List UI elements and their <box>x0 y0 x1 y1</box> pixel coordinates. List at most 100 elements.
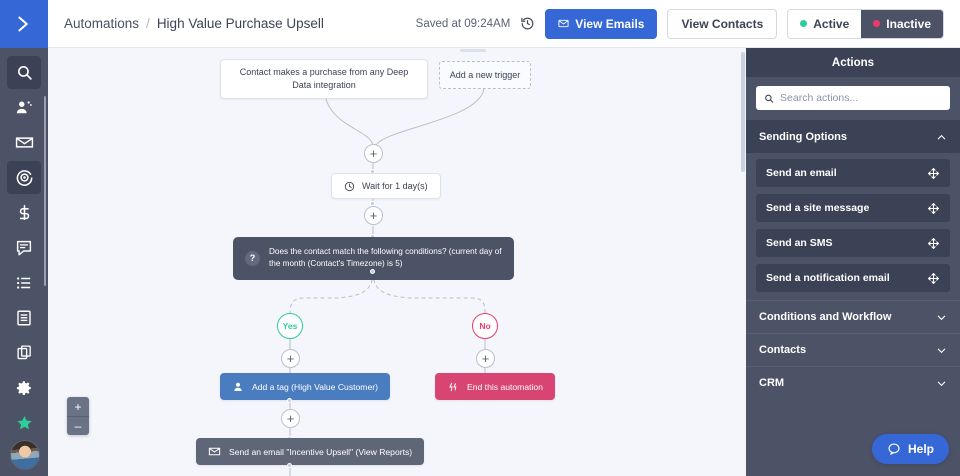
plus-glyph: + <box>286 411 295 426</box>
connector-dot <box>287 463 292 468</box>
sidebar-item-contacts[interactable] <box>7 91 41 124</box>
action-item-label: Send an email <box>766 167 837 179</box>
status-inactive-option[interactable]: Inactive <box>861 9 943 38</box>
dollar-icon <box>19 204 29 221</box>
action-node-send-email-label: Send an email "Incentive Upsell" (View R… <box>229 446 413 457</box>
drag-move-icon[interactable] <box>927 202 940 215</box>
action-node-end-automation-label: End this automation <box>467 381 543 392</box>
sidebar-item-lists[interactable] <box>7 266 41 299</box>
wait-node-label: Wait for 1 day(s) <box>362 181 428 191</box>
status-active-option[interactable]: Active <box>788 9 862 38</box>
action-node-add-tag[interactable]: Add a tag (High Value Customer) <box>220 373 390 400</box>
sidebar-item-deals[interactable] <box>7 196 41 229</box>
envelope-icon <box>558 19 569 28</box>
sidebar-item-pages[interactable] <box>7 336 41 369</box>
user-tag-icon <box>234 382 242 391</box>
canvas-vertical-scrollbar[interactable] <box>741 52 745 172</box>
action-item-label: Send a notification email <box>766 272 890 284</box>
inactive-status-dot <box>873 20 881 27</box>
view-contacts-button[interactable]: View Contacts <box>667 8 778 39</box>
action-item-send-a-site-message[interactable]: Send a site message <box>756 194 950 222</box>
group-header-conditions-and-workflow[interactable]: Conditions and Workflow <box>746 300 960 333</box>
plus-glyph: + <box>286 351 295 366</box>
connector-dot <box>370 201 375 206</box>
automation-canvas[interactable]: Contact makes a purchase from any Deep D… <box>48 48 746 476</box>
target-icon <box>16 170 32 186</box>
view-emails-label: View Emails <box>575 16 645 31</box>
sidebar-item-search[interactable] <box>7 56 41 89</box>
branch-yes-pill[interactable]: Yes <box>277 313 303 339</box>
condition-node-label: Does the contact match the following con… <box>269 247 502 269</box>
add-step-button-2[interactable]: + <box>364 206 383 225</box>
envelope-icon <box>208 447 221 456</box>
drag-move-icon[interactable] <box>927 237 940 250</box>
view-contacts-label: View Contacts <box>681 16 764 31</box>
top-bar: Automations / High Value Purchase Upsell… <box>48 0 960 48</box>
drag-move-icon[interactable] <box>927 272 940 285</box>
drag-move-icon[interactable] <box>927 167 940 180</box>
user-avatar[interactable] <box>10 440 40 470</box>
connector-dot <box>287 398 292 403</box>
sidebar-item-settings[interactable] <box>7 371 41 404</box>
list-icon <box>17 276 31 289</box>
sidebar-item-favorites[interactable] <box>7 406 41 439</box>
sidebar-item-conversations[interactable] <box>7 231 41 264</box>
copy-icon <box>16 345 31 360</box>
view-emails-button[interactable]: View Emails <box>545 8 658 39</box>
sidebar-item-automations[interactable] <box>7 161 41 194</box>
zoom-out-button[interactable]: – <box>67 416 89 435</box>
search-actions-box[interactable] <box>756 86 950 110</box>
add-step-button-yes[interactable]: + <box>281 349 300 368</box>
add-trigger-node[interactable]: Add a new trigger <box>439 61 531 89</box>
help-button[interactable]: Help <box>871 434 949 464</box>
actions-panel-title: Actions <box>746 48 960 77</box>
connector-dot <box>370 269 375 274</box>
plus-glyph: + <box>369 146 378 161</box>
search-actions-input[interactable] <box>780 92 942 104</box>
add-step-button-3[interactable]: + <box>281 409 300 428</box>
add-step-button-1[interactable]: + <box>364 144 383 163</box>
clock-history-icon[interactable] <box>520 16 535 31</box>
branch-yes-label: Yes <box>282 321 298 331</box>
sidebar-item-campaigns[interactable] <box>7 126 41 159</box>
group-header-crm[interactable]: CRM <box>746 366 960 399</box>
action-node-end-automation[interactable]: End this automation <box>435 373 555 400</box>
zoom-in-button[interactable]: + <box>67 397 89 416</box>
action-item-send-an-sms[interactable]: Send an SMS <box>756 229 950 257</box>
wait-node[interactable]: Wait for 1 day(s) <box>331 173 441 199</box>
group-label: Sending Options <box>759 131 847 143</box>
trigger-node[interactable]: Contact makes a purchase from any Deep D… <box>220 59 428 99</box>
contacts-icon <box>16 100 32 113</box>
document-icon <box>17 310 31 325</box>
chevron-down-icon <box>937 315 946 320</box>
question-icon: ? <box>245 250 260 266</box>
top-bar-actions: Saved at 09:24AM View Emails View Contac… <box>416 8 944 39</box>
clock-icon <box>344 181 355 191</box>
star-icon <box>16 415 32 430</box>
chevron-up-icon <box>937 134 946 139</box>
action-item-send-an-email[interactable]: Send an email <box>756 159 950 187</box>
action-item-label: Send a site message <box>766 202 870 214</box>
action-item-label: Send an SMS <box>766 237 833 249</box>
group-label: Contacts <box>759 344 807 356</box>
rail-scrollbar[interactable] <box>44 96 46 286</box>
chevron-down-icon <box>937 348 946 353</box>
breadcrumb-root[interactable]: Automations <box>64 16 140 31</box>
zoom-out-glyph: – <box>74 419 82 433</box>
canvas-horizontal-scrollbar[interactable] <box>460 49 486 52</box>
group-header-sending-options[interactable]: Sending Options <box>746 120 960 153</box>
app-logo[interactable] <box>0 0 48 48</box>
group-header-contacts[interactable]: Contacts <box>746 333 960 366</box>
sidebar-item-forms[interactable] <box>7 301 41 334</box>
group-body-sending-options: Send an email Send a site message <box>746 153 960 300</box>
chat-icon <box>16 240 32 255</box>
plus-glyph: + <box>369 208 378 223</box>
action-item-send-a-notification-email[interactable]: Send a notification email <box>756 264 950 292</box>
search-icon <box>17 66 32 80</box>
active-status-dot <box>800 20 808 27</box>
action-node-send-email[interactable]: Send an email "Incentive Upsell" (View R… <box>196 438 425 465</box>
branch-no-pill[interactable]: No <box>472 313 498 339</box>
add-step-button-no[interactable]: + <box>476 349 495 368</box>
gear-icon <box>16 380 31 395</box>
group-label: Conditions and Workflow <box>759 311 892 323</box>
